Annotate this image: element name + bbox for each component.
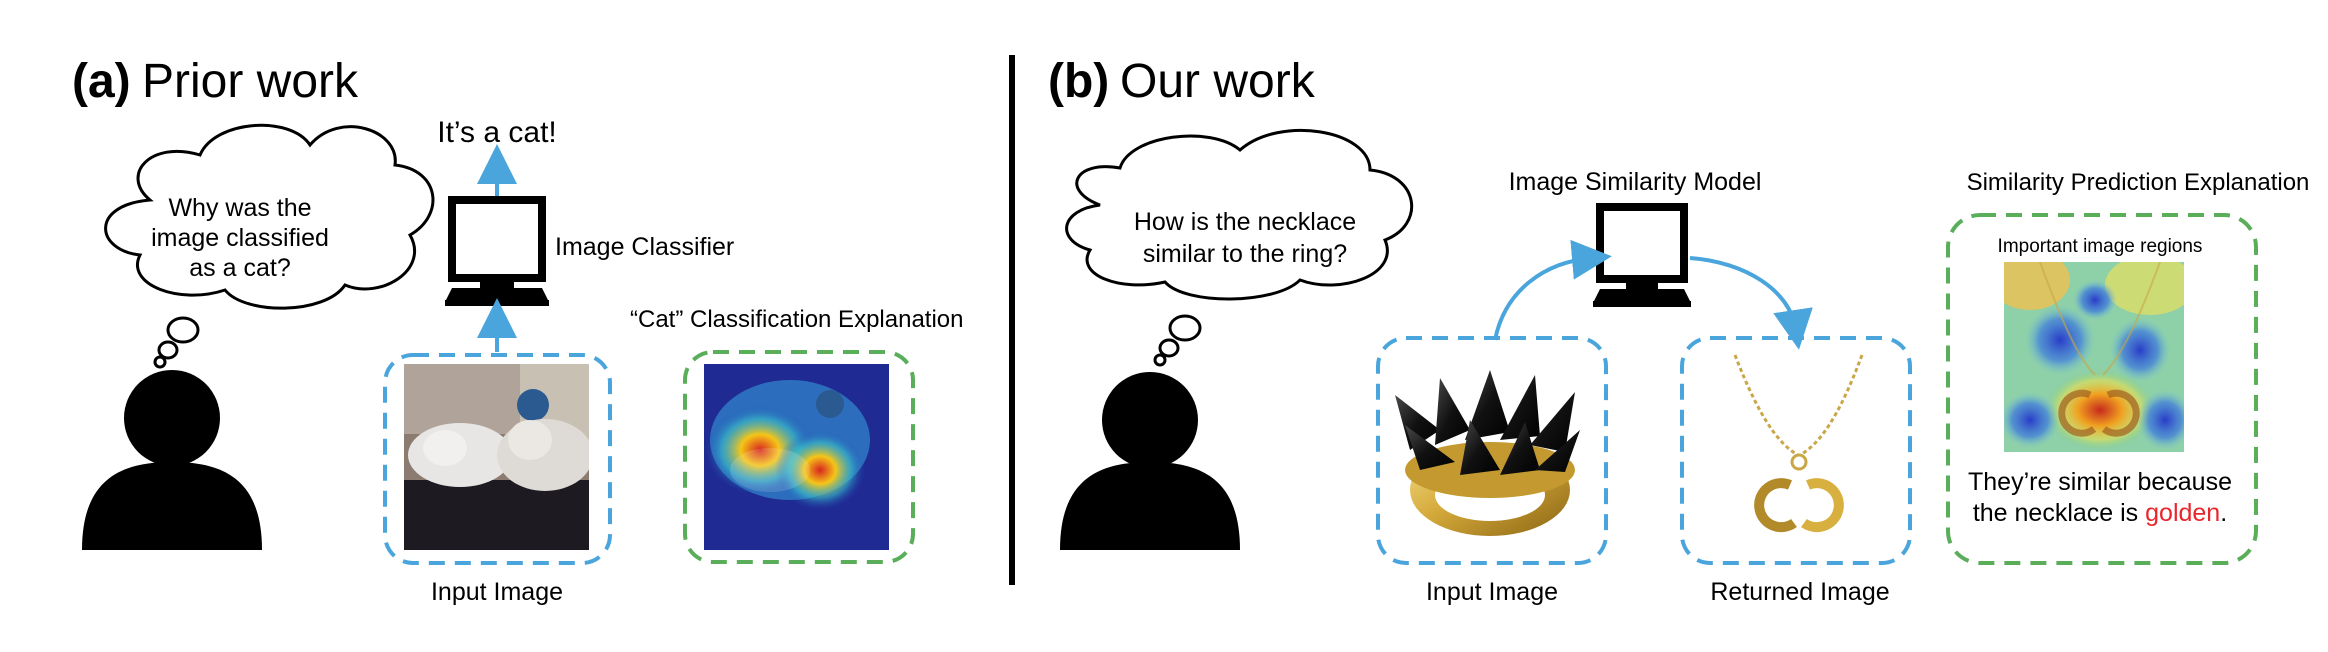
necklace-image <box>1733 354 1864 533</box>
thought-b-line-2: similar to the ring? <box>1143 240 1347 268</box>
explanation-title-a: “Cat” Classification Explanation <box>630 306 963 333</box>
computer-icon-a <box>445 196 549 306</box>
sentence-line-1: They’re similar because <box>1968 468 2232 496</box>
cloud-shape-b <box>1065 128 1414 301</box>
thought-a-line-3: as a cat? <box>189 254 290 282</box>
cloud-bubble-mid <box>157 340 179 360</box>
sentence-highlight: golden <box>2145 499 2220 527</box>
regions-label: Important image regions <box>1998 236 2203 257</box>
person-icon-a <box>82 370 262 550</box>
arrow-input-to-model <box>1493 239 1612 341</box>
thought-cloud-a: Why was the image classified as a cat? <box>104 123 435 369</box>
sentence-line-2-prefix: the necklace is <box>1973 499 2145 527</box>
thought-cloud-b: How is the necklace similar to the ring? <box>1065 128 1414 367</box>
input-caption-b: Input Image <box>1426 578 1558 606</box>
panel-b-label: (b) <box>1048 55 1109 108</box>
thought-a-line-2: image classified <box>151 224 329 252</box>
returned-caption: Returned Image <box>1710 578 1889 606</box>
cloud-bubble-mid-b <box>1158 338 1180 358</box>
person-icon-b <box>1060 372 1240 550</box>
returned-image-box <box>1680 336 1912 565</box>
cloud-bubble-large-b <box>1168 314 1202 342</box>
cloud-bubble-small-b <box>1153 353 1167 367</box>
input-image-box-a <box>383 353 612 565</box>
panel-a-label: (a) <box>72 55 131 108</box>
explanation-box-a <box>683 350 915 564</box>
classifier-label: Image Classifier <box>555 233 734 261</box>
model-label: Image Similarity Model <box>1509 168 1762 196</box>
thought-a-line-1: Why was the <box>168 194 311 222</box>
panel-a-title: Prior work <box>142 55 359 108</box>
thought-b-line-1: How is the necklace <box>1134 208 1356 236</box>
explanation-title-b: Similarity Prediction Explanation <box>1967 169 2310 196</box>
panel-b: (b) Our work How is the necklace similar… <box>1048 55 2309 606</box>
sentence-suffix: . <box>2220 499 2227 527</box>
cloud-bubble-small <box>153 355 167 369</box>
input-image-box-b <box>1376 336 1608 565</box>
panel-a: (a) Prior work Why was the image classif… <box>72 55 963 606</box>
panel-b-title: Our work <box>1120 55 1316 108</box>
output-text: It’s a cat! <box>437 116 557 149</box>
arrow-model-to-returned <box>1689 256 1813 350</box>
input-caption-a: Input Image <box>431 578 563 606</box>
cloud-shape-a <box>104 123 435 310</box>
computer-icon-b <box>1593 203 1691 307</box>
cloud-bubble-large <box>166 316 200 344</box>
sentence-line-2: the necklace is golden. <box>1973 499 2227 527</box>
cat-heatmap <box>704 364 889 550</box>
cat-photo <box>404 364 589 550</box>
necklace-heatmap <box>2004 262 2184 452</box>
ring-image <box>1395 370 1580 536</box>
